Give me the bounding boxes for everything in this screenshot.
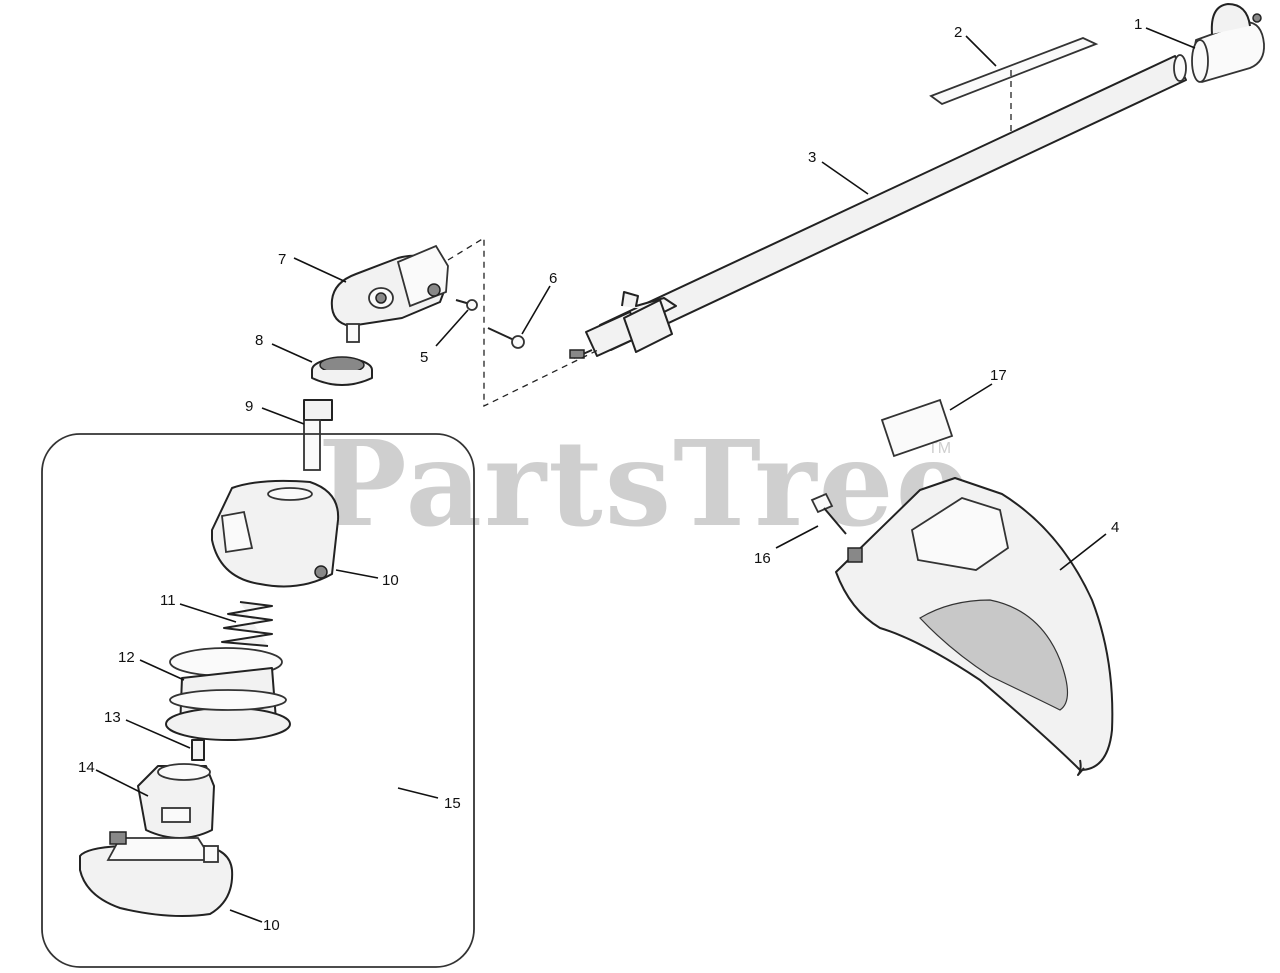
callout-3: 3 [808,149,816,166]
callout-7: 7 [278,251,286,268]
trimmer-head-assembly-boundary [41,433,475,968]
callout-1: 1 [1134,16,1142,33]
part-eyelet [191,739,205,761]
watermark-text: PartsTree [318,414,973,553]
part-housing-top [211,479,340,588]
callout-5: 5 [420,349,428,366]
callout-14: 14 [78,759,95,776]
part-washer [311,356,373,386]
callout-2: 2 [954,24,962,41]
part-shaft [569,54,1187,359]
part-sleeve [303,399,333,471]
callout-12: 12 [118,649,135,666]
callout-15: 15 [444,795,461,812]
callout-4: 4 [1111,519,1119,536]
leader-lines [95,27,1196,923]
callout-13: 13 [104,709,121,726]
watermark-trademark: TM [928,440,951,457]
callout-9: 9 [245,398,253,415]
part-gearhead [330,244,449,343]
part-bump-knob [137,763,215,839]
callout-17: 17 [990,367,1007,384]
callout-11: 11 [160,592,176,609]
part-screw-long [487,327,525,349]
callout-10-bottom: 10 [263,917,280,934]
part-label-guard [880,398,954,458]
part-spool [165,647,291,741]
part-spring [221,601,273,647]
assembly-line-gearhead [447,236,599,408]
part-bolt [810,492,847,535]
callout-6: 6 [549,270,557,287]
callout-16: 16 [754,550,771,567]
part-cover-plate [79,831,234,917]
callout-8: 8 [255,332,263,349]
part-guard [835,477,1114,776]
part-end-cap [1191,3,1265,84]
part-screw-small [455,299,478,311]
part-decal-shaft [929,37,1099,148]
callout-10-top: 10 [382,572,399,589]
